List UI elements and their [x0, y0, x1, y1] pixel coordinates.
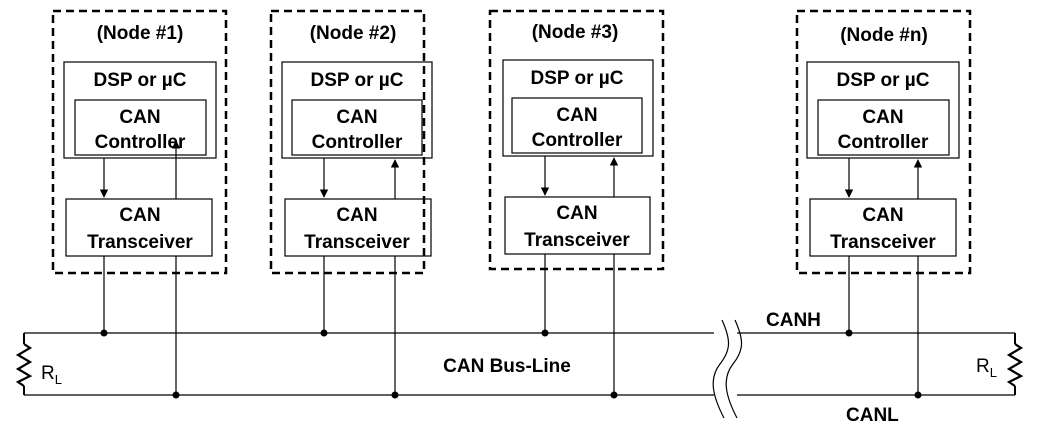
mcu-label: DSP or µC — [837, 70, 930, 91]
node-2: (Node #2) DSP or µC CAN Controller CAN T… — [269, 9, 433, 399]
resistor-zigzag — [15, 343, 33, 387]
can-controller-box — [817, 99, 950, 156]
node-title: (Node #3) — [532, 22, 619, 43]
can-controller-label-line1: CAN — [336, 107, 377, 128]
can-controller-box — [74, 99, 207, 156]
can-controller-label-line1: CAN — [556, 105, 597, 126]
node-1: (Node #1) DSP or µC CAN Controller CAN T… — [51, 9, 228, 399]
mcu-box — [502, 59, 654, 157]
node-boundary — [51, 9, 228, 275]
can-transceiver-label-line2: Transceiver — [304, 232, 410, 253]
can-transceiver-label-line1: CAN — [556, 203, 597, 224]
bus-break-mark — [725, 319, 743, 419]
can-transceiver-label-line2: Transceiver — [524, 230, 630, 251]
node-n: (Node #n) DSP or µC CAN Controller CAN T… — [795, 9, 972, 399]
resistor-label: RL — [976, 356, 997, 380]
can-transceiver-box — [284, 198, 432, 257]
can-controller-box — [291, 99, 423, 156]
can-transceiver-box — [504, 196, 651, 255]
can-controller-box — [511, 97, 643, 154]
canh-label: CANH — [766, 310, 821, 331]
can-transceiver-label-line2: Transceiver — [830, 232, 936, 253]
mcu-box — [63, 61, 217, 159]
can-controller-label-line1: CAN — [119, 107, 160, 128]
right-termination-resistor: RL — [976, 333, 1024, 395]
node-3: (Node #3) DSP or µC CAN Controller CAN T… — [488, 9, 665, 399]
can-controller-label-line2: Controller — [532, 130, 623, 151]
can-transceiver-label-line1: CAN — [336, 205, 377, 226]
can-transceiver-label-line1: CAN — [119, 205, 160, 226]
mcu-box — [281, 61, 433, 159]
canl-label: CANL — [846, 405, 899, 426]
can-transceiver-label-line2: Transceiver — [87, 232, 193, 253]
node-title: (Node #1) — [97, 23, 184, 44]
can-controller-label-line2: Controller — [312, 132, 403, 153]
node-boundary — [795, 9, 972, 275]
bus-lines — [24, 319, 1015, 419]
can-controller-label-line2: Controller — [838, 132, 929, 153]
mcu-box — [806, 61, 960, 159]
bus-break-mark — [712, 319, 730, 419]
can-transceiver-box — [809, 198, 957, 257]
mcu-label: DSP or µC — [531, 68, 624, 89]
bus-line-label: CAN Bus-Line — [443, 356, 571, 377]
node-title: (Node #n) — [840, 25, 928, 46]
can-controller-label-line2: Controller — [95, 132, 186, 153]
node-boundary — [488, 9, 665, 271]
can-transceiver-label-line1: CAN — [862, 205, 903, 226]
mcu-label: DSP or µC — [94, 70, 187, 91]
node-title: (Node #2) — [310, 23, 397, 44]
can-controller-label-line1: CAN — [862, 107, 903, 128]
left-termination-resistor: RL — [15, 333, 62, 395]
mcu-label: DSP or µC — [311, 70, 404, 91]
resistor-zigzag — [1006, 343, 1024, 387]
can-transceiver-box — [65, 198, 213, 257]
resistor-label: RL — [41, 363, 62, 387]
